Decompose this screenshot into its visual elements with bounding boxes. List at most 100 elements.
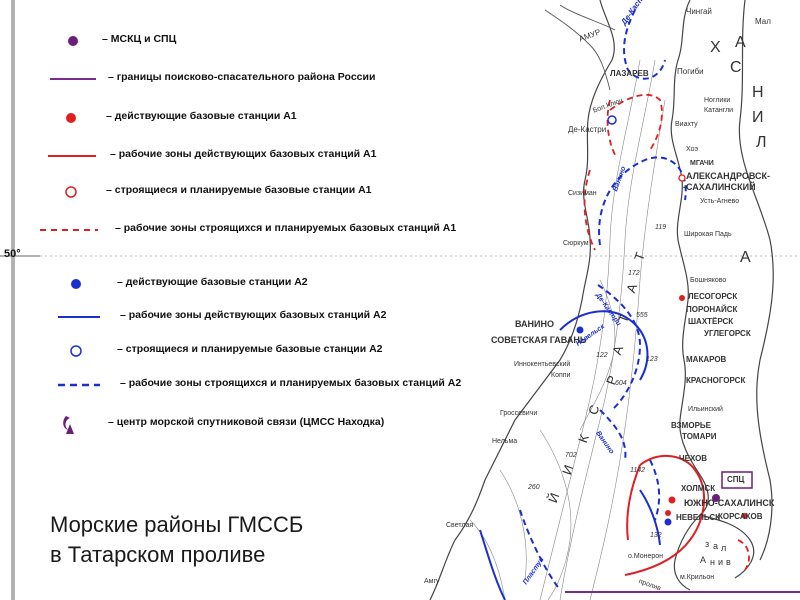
map-label-sakhalin-a: С — [730, 59, 742, 76]
map-label-pogibi: Погиби — [677, 67, 704, 76]
a1-planned-zones — [583, 93, 750, 571]
msc-symbol — [68, 36, 78, 46]
a2-planned-zone-symbol — [58, 383, 100, 387]
a1-active-zones — [624, 454, 706, 576]
east-coast — [738, 0, 774, 561]
caption: Морские районы ГМССБ в Татарском проливе — [50, 510, 303, 570]
a1-planned-zone-symbol — [40, 229, 98, 231]
map-label-nelma: Нельма — [492, 438, 518, 445]
map-label-de-kastri: Де-Кастри — [568, 125, 607, 134]
map-label-d119: 119 — [655, 224, 667, 231]
map-label-sakhalinsky: -САХАЛИНСКИЙ — [683, 182, 756, 192]
map-label-ust-agnevo: Усть-Агнево — [700, 198, 740, 205]
rivers — [544, 4, 616, 91]
caption-line-2: в Татарском проливе — [50, 542, 266, 567]
stations — [576, 115, 748, 526]
a2-planned-zones — [519, 9, 687, 591]
a1-active-zone-symbol — [48, 155, 96, 157]
caption-line-1: Морские районы ГМССБ — [50, 512, 304, 537]
mainland-coast — [429, 0, 615, 600]
map-label-moneron: о.Монерон — [628, 553, 664, 560]
map-label-mal: Мал — [755, 17, 771, 26]
map-label-sakhalin-d: А — [740, 249, 751, 266]
station-nevelsk — [664, 518, 672, 526]
satellite-dish-icon — [63, 416, 74, 434]
map-label-bay-b: а — [713, 541, 719, 551]
depth-contours — [469, 59, 666, 600]
map-label-khoe: Хоэ — [686, 146, 699, 153]
map-label-poronaysk: ПОРОНАЙСК — [686, 305, 738, 314]
legend-row-a2-planned: – строящиеся и планируемые базовые станц… — [40, 339, 500, 363]
map-label-d122: 122 — [596, 352, 608, 359]
legend: – МСКЦ и СПЦ – границы поисково-спасател… — [40, 29, 500, 436]
map-label-makarov: МАКАРОВ — [686, 355, 727, 364]
map-label-innokentievsky: Иннокентьевский — [514, 361, 571, 368]
legend-row-a1-planned-zone: – рабочие зоны строящихся и планируемых … — [40, 218, 500, 242]
map-label-spc: СПЦ — [727, 475, 745, 484]
a1-active-symbol — [66, 113, 76, 123]
border-line-symbol — [50, 78, 96, 80]
a2-planned-symbol — [70, 345, 82, 357]
legend-text: – центр морской спутниковой связи (ЦМСС … — [108, 416, 385, 428]
map-label-uglegorsk: УГЛЕГОРСК — [704, 329, 751, 338]
legend-row-a2-planned-zone: – рабочие зоны строящихся и планируемых … — [40, 373, 500, 397]
a2-active-symbol — [71, 279, 81, 289]
map-label-vanino: ВАНИНО — [515, 319, 555, 329]
station-nevelsk-red — [665, 510, 671, 516]
legend-row-a2-active-zone: – рабочие зоны действующих базовых станц… — [40, 305, 500, 329]
latitude-label: 50° — [4, 248, 21, 260]
legend-text: – рабочие зоны строящихся и планируемых … — [115, 222, 457, 234]
map-label-sakhalin-e: Л — [756, 134, 767, 151]
legend-row-a1-active-zone: – рабочие зоны действующих базовых станц… — [40, 144, 500, 168]
map-label-krasnogorsk: КРАСНОГОРСК — [686, 376, 746, 385]
map-label-bay-a: з — [705, 539, 710, 549]
station-de-kastri — [607, 115, 617, 125]
map-label-d123: 123 — [646, 356, 658, 363]
map-label-sakhalin-f: И — [752, 109, 764, 126]
station-msc — [712, 494, 720, 502]
map-label-d132: 132 — [650, 532, 662, 539]
map-label-sakhalin-g: Н — [752, 84, 764, 101]
legend-row-satcom: – центр морской спутниковой связи (ЦМСС … — [40, 412, 500, 436]
legend-row-a2-active: – действующие базовые станции А2 — [40, 272, 500, 296]
map-label-bay-g: в — [726, 557, 731, 567]
legend-text: – границы поисково-спасательного района … — [108, 71, 376, 83]
map-label-d260: 260 — [528, 484, 540, 491]
legend-row-msc: – МСКЦ и СПЦ — [40, 29, 500, 53]
map-label-nevelsk: НЕВЕЛЬСК — [676, 513, 721, 522]
map-label-mgachi: МГАЧИ — [690, 160, 714, 167]
station-vanino — [576, 326, 584, 334]
legend-text: – рабочие зоны действующих базовых станц… — [120, 309, 387, 321]
map-label-svetlaya: Светлая — [446, 522, 474, 529]
map-label-bay-e: н — [710, 557, 715, 567]
map-label-bay-d: А — [700, 555, 707, 565]
map-label-shirokaya-pad: Широкая Падь — [684, 231, 732, 238]
legend-text: – рабочие зоны строящихся и планируемых … — [120, 377, 462, 389]
map-label-yuzhno: ЮЖНО-САХАЛИНСК — [684, 498, 775, 508]
legend-row-border: – границы поисково-спасательного района … — [40, 67, 500, 91]
station-korsakov — [742, 513, 748, 519]
map-label-d555: 555 — [636, 312, 648, 319]
a2-active-zones — [479, 310, 661, 600]
map-label-vzmorye: ВЗМОРЬЕ — [671, 421, 711, 430]
legend-text: – строящиеся и планируемые базовые станц… — [106, 184, 372, 196]
map-label-bay-f: и — [718, 557, 724, 567]
legend-text: – действующие базовые станции А1 — [106, 110, 297, 122]
legend-text: – рабочие зоны действующих базовых станц… — [110, 148, 377, 160]
map-label-lesogorsk: ЛЕСОГОРСК — [688, 292, 738, 301]
a1-planned-symbol — [65, 186, 77, 198]
a2-active-zone-symbol — [58, 316, 100, 318]
map-label-koppi: Коппи — [551, 372, 571, 379]
map-label-chekhov: ЧЕХОВ — [679, 454, 708, 463]
map-label-katangli: Катангли — [704, 107, 734, 114]
map-label-shakhtersk: ШАХТЁРСК — [688, 317, 734, 326]
legend-text: – действующие базовые станции А2 — [117, 276, 308, 288]
legend-row-a1-planned: – строящиеся и планируемые базовые станц… — [40, 180, 500, 204]
map-label-korsakov: КОРСАКОВ — [718, 512, 763, 521]
legend-row-a1-active: – действующие базовые станции А1 — [40, 106, 500, 130]
map-label-tomari: ТОМАРИ — [682, 432, 717, 441]
spc-box — [721, 471, 753, 489]
